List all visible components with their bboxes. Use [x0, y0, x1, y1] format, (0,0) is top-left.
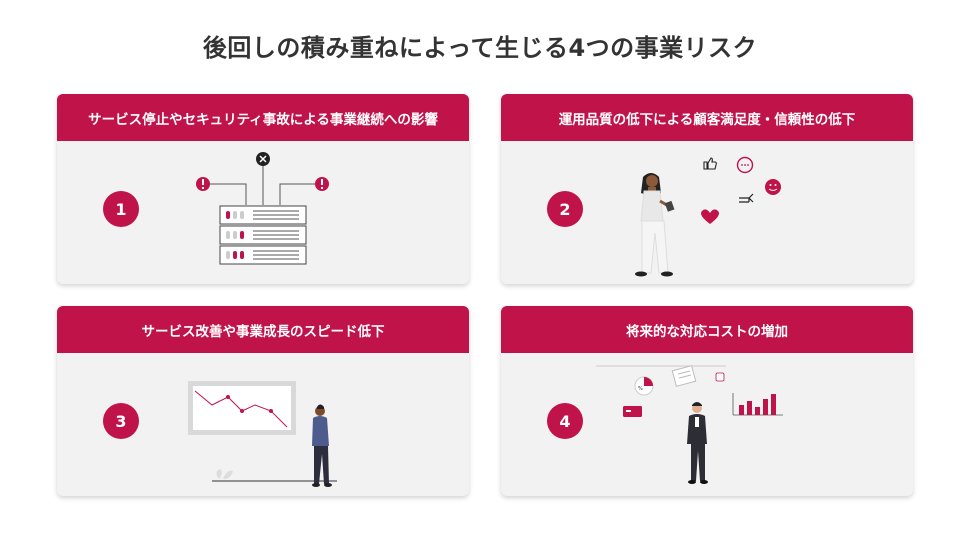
risk-card-4: 将来的な対応コストの増加 4 % [501, 306, 913, 496]
card-header: サービス改善や事業成長のスピード低下 [57, 306, 469, 353]
svg-text:%: % [638, 386, 643, 392]
card-header: 運用品質の低下による顧客満足度・信頼性の低下 [501, 94, 913, 141]
server-rack-alert-icon [196, 152, 329, 265]
risk-card-3: サービス改善や事業成長のスピード低下 3 [57, 306, 469, 496]
page-title: 後回しの積み重ねによって生じる4つの事業リスク [202, 34, 758, 62]
card-number: 2 [547, 191, 583, 227]
card-number: 4 [547, 403, 583, 439]
person-social-reactions-icon [635, 156, 781, 277]
risk-card-1: サービス停止やセキュリティ事故による事業継続への影響 1 [57, 94, 469, 284]
person-cost-charts-icon: % [596, 365, 783, 484]
card-header: サービス停止やセキュリティ事故による事業継続への影響 [57, 94, 469, 141]
card-number: 3 [103, 403, 139, 439]
card-header: 将来的な対応コストの増加 [501, 306, 913, 353]
risk-card-2: 運用品質の低下による顧客満足度・信頼性の低下 2 [501, 94, 913, 284]
card-number: 1 [103, 191, 139, 227]
person-declining-chart-icon [188, 381, 337, 487]
